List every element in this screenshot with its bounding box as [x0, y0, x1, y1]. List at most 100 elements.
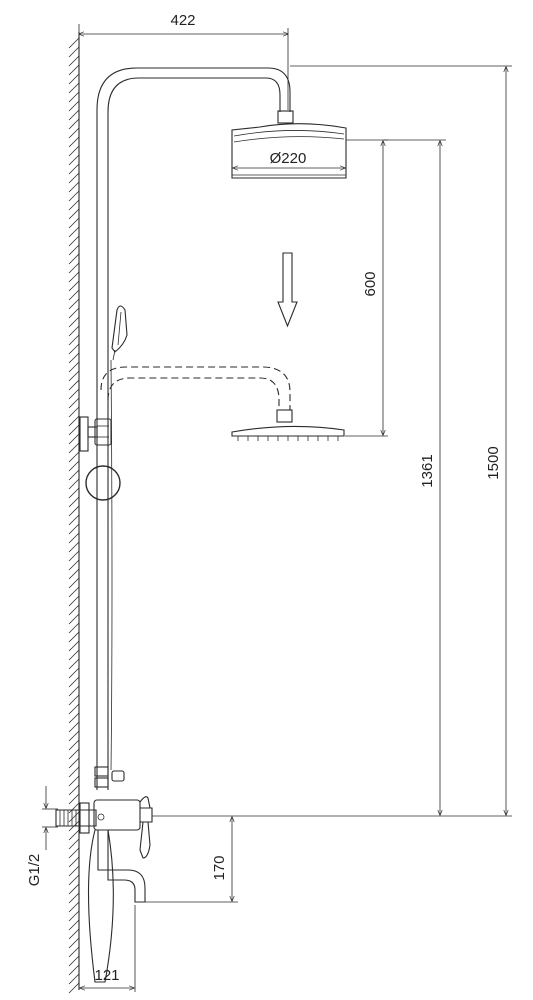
hatch-line [68, 91, 80, 103]
hatch-line [68, 397, 80, 409]
hatch-line [68, 370, 80, 382]
hatch-line [68, 874, 80, 886]
hatch-line [68, 946, 80, 958]
hatch-line [68, 631, 80, 643]
hatch-line [68, 433, 80, 445]
hatch-line [68, 919, 80, 931]
hatch-line [68, 37, 80, 49]
hatch-line [68, 235, 80, 247]
hatch-line [68, 316, 80, 328]
dimension-head-height: 1361 [384, 139, 446, 815]
hatch-line [68, 973, 80, 985]
hatch-line [68, 532, 80, 544]
riser-pipe [96, 67, 291, 790]
hatch-line [68, 325, 80, 337]
lowering-arrow-icon [277, 252, 298, 328]
hatch-line [68, 847, 80, 859]
hatch-line [68, 541, 80, 553]
hatch-line [68, 352, 80, 364]
dimension-wall-offset: 121 [80, 905, 136, 992]
hatch-line [68, 676, 80, 688]
hatch-line [68, 226, 80, 238]
hatch-line [68, 901, 80, 913]
hatch-line [68, 703, 80, 715]
dimension-head-diameter: Ø220 [233, 150, 345, 168]
hatch-line [68, 82, 80, 94]
hatch-line [68, 730, 80, 742]
hatch-line [68, 766, 80, 778]
hatch-line [68, 757, 80, 769]
hatch-line [68, 460, 80, 472]
mixer-valve [55, 796, 153, 859]
hatch-line [68, 721, 80, 733]
dim-label-g12: G1/2 [26, 854, 43, 887]
hatch-line [68, 523, 80, 535]
dim-label-600: 600 [362, 271, 379, 296]
hatch-line [68, 379, 80, 391]
hatch-line [68, 55, 80, 67]
dimension-inlet-thread: G1/2 [26, 786, 58, 886]
hatch-line [68, 892, 80, 904]
hatch-line [68, 217, 80, 229]
hatch-line [68, 478, 80, 490]
hatch-line [68, 388, 80, 400]
hatch-line [68, 343, 80, 355]
hatch-line [68, 280, 80, 292]
hatch-line [68, 658, 80, 670]
hatch-line [68, 442, 80, 454]
dimension-top-reach: 422 [79, 12, 288, 110]
hatch-line [68, 937, 80, 949]
hatch-line [68, 253, 80, 265]
hatch-line [68, 163, 80, 175]
hatch-line [68, 838, 80, 850]
dimension-height-adjust: 600 [345, 139, 388, 437]
hatch-line [68, 181, 80, 193]
hatch-line [68, 361, 80, 373]
hatch-line [68, 559, 80, 571]
hatch-line [68, 109, 80, 121]
hatch-line [68, 640, 80, 652]
dim-label-422: 422 [170, 12, 195, 29]
slider-knob [85, 465, 121, 501]
hatch-line [68, 262, 80, 274]
hatch-line [68, 136, 80, 148]
hatch-line [68, 586, 80, 598]
hatch-line [68, 406, 80, 418]
hatch-line [68, 910, 80, 922]
hatch-line [68, 928, 80, 940]
dimension-spout-height: 170 [137, 817, 238, 903]
hatch-line [68, 208, 80, 220]
hatch-line [68, 964, 80, 976]
hatch-line [68, 613, 80, 625]
hatch-line [68, 307, 80, 319]
hatch-line [68, 955, 80, 967]
hatch-line [68, 415, 80, 427]
hatch-line [68, 748, 80, 760]
rain-shower-head [231, 110, 347, 179]
hatch-line [68, 982, 80, 994]
hatch-line [68, 334, 80, 346]
hand-shower [111, 305, 128, 361]
hatch-line [68, 496, 80, 508]
hatch-line [68, 856, 80, 868]
hatch-line [68, 172, 80, 184]
hatch-line [68, 199, 80, 211]
hatch-line [68, 649, 80, 661]
hatch-line [68, 811, 80, 823]
hatch-line [68, 118, 80, 130]
hatch-line [68, 784, 80, 796]
dim-label-1500: 1500 [485, 446, 502, 479]
lowered-head-position [100, 366, 345, 441]
hand-shower-holder [79, 416, 112, 452]
hatch-line [68, 127, 80, 139]
hatch-line [68, 46, 80, 58]
dim-label-diameter: Ø220 [270, 150, 307, 167]
hatch-line [68, 451, 80, 463]
bath-spout [87, 829, 146, 983]
dimension-total-height: 1500 [290, 65, 512, 815]
hatch-line [68, 298, 80, 310]
hatch-line [68, 883, 80, 895]
hatch-line [68, 505, 80, 517]
dim-label-121: 121 [94, 967, 119, 984]
